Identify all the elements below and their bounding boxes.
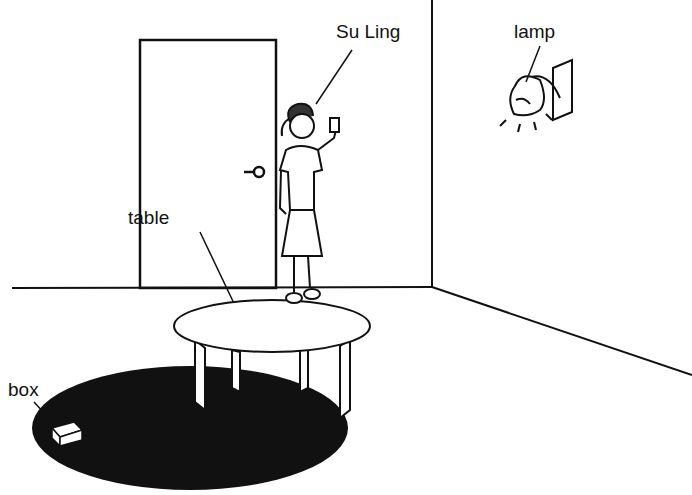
girl-skirt [282, 210, 322, 256]
girl-shoe [304, 289, 320, 299]
floor-line [432, 287, 692, 375]
lamp-shade [510, 76, 544, 115]
lamp-bulb [516, 99, 530, 104]
leader-line [526, 46, 540, 82]
table-leg [340, 340, 350, 418]
girl-shoe [286, 293, 302, 303]
table-leg [232, 350, 240, 392]
girl-arm [280, 170, 286, 214]
door-knob [254, 167, 264, 177]
leader-line [316, 50, 352, 104]
part-label: table [128, 208, 169, 227]
door-knob [244, 171, 254, 174]
light-ray [534, 122, 536, 130]
table-leg [195, 340, 205, 410]
table-leg [300, 350, 308, 392]
table-top [174, 300, 370, 352]
light-ray [500, 120, 506, 126]
girl-leg [293, 256, 295, 292]
girl-shirt [280, 146, 322, 210]
girl-head [290, 114, 314, 138]
box [60, 430, 82, 446]
girl-leg [308, 256, 310, 288]
girl-ponytail [282, 118, 290, 136]
light-ray [518, 124, 520, 132]
part-label: box [8, 380, 39, 399]
part-label: Su Ling [336, 22, 400, 41]
part-label: lamp [514, 22, 555, 41]
light-switch [330, 118, 339, 132]
box [52, 428, 60, 446]
light-ray [546, 114, 552, 120]
door [140, 40, 276, 288]
wall-corner [431, 0, 433, 287]
